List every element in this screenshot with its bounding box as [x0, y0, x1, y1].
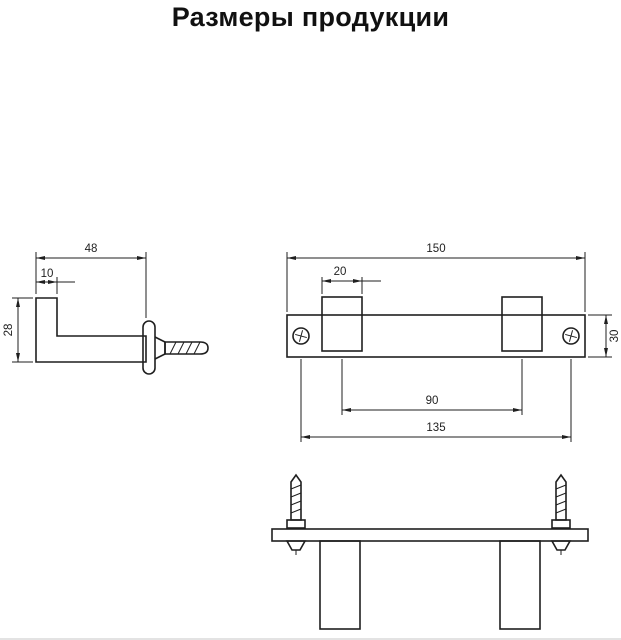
- dim-label-20: 20: [334, 266, 347, 278]
- dim-label-10: 10: [41, 268, 54, 280]
- dim-label-48: 48: [85, 243, 98, 255]
- bar: [271, 528, 589, 542]
- screw-cross-left: [295, 330, 307, 342]
- dim-hole-center-distance: 135: [300, 359, 572, 442]
- anchor-ribs-side: [169, 341, 201, 355]
- dim-hook-width: 20: [321, 266, 381, 294]
- dim-label-150: 150: [426, 243, 445, 255]
- screw-cross-right: [565, 330, 577, 342]
- mounting-plate: [286, 314, 586, 358]
- screw-hole-left: [292, 327, 310, 345]
- dim-hook-center-distance: 90: [341, 359, 523, 415]
- bottom-view: [271, 473, 589, 630]
- hook-block-left: [321, 296, 363, 352]
- dim-height: 28: [3, 297, 33, 363]
- dim-label-30: 30: [609, 330, 621, 343]
- leg-left: [319, 540, 361, 630]
- dim-overall-width: 150: [286, 243, 586, 312]
- dim-label-135: 135: [426, 422, 445, 434]
- wall-flange: [142, 320, 156, 375]
- front-view: 150 20 30 90: [286, 243, 621, 442]
- anchor-right: [551, 473, 571, 529]
- screw-head-left: [285, 540, 307, 555]
- screw-head-right: [550, 540, 572, 555]
- screw-hole-right: [562, 327, 580, 345]
- dim-plate-height: 30: [588, 314, 621, 358]
- screw-head-side: [154, 336, 166, 360]
- anchor-body-side: [164, 341, 209, 355]
- leg-right: [499, 540, 541, 630]
- anchor-left: [286, 473, 306, 529]
- dim-label-90: 90: [426, 395, 439, 407]
- page-title: Размеры продукции: [171, 2, 450, 32]
- hook-profile: [35, 297, 147, 363]
- hook-block-right: [501, 296, 543, 352]
- dim-label-28: 28: [3, 324, 15, 337]
- side-view: 48 10 28: [3, 243, 209, 375]
- dim-hook-tip: 10: [36, 268, 75, 294]
- dim-overall-depth: 48: [35, 243, 147, 318]
